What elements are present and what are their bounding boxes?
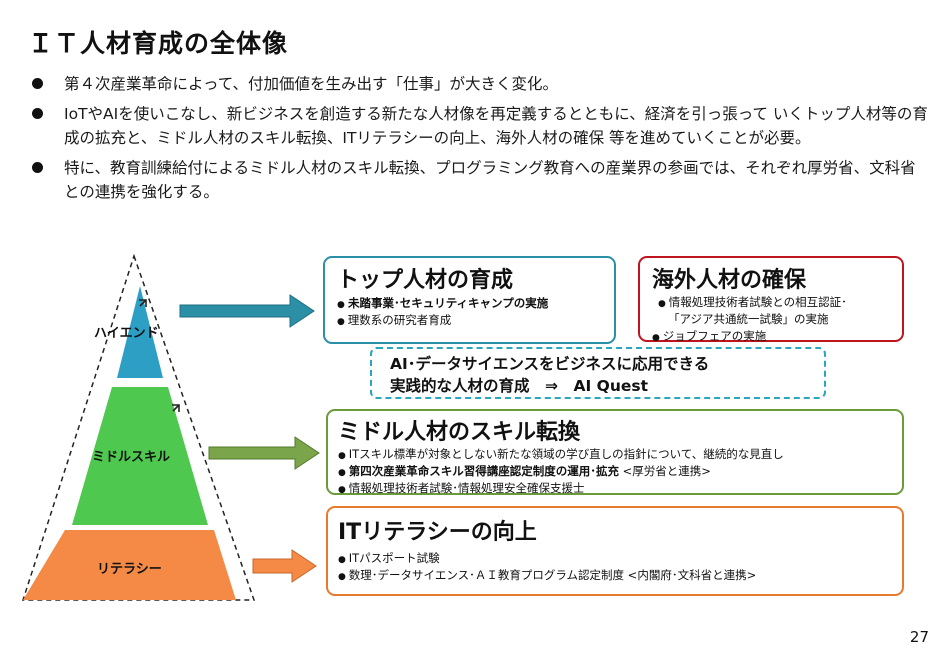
level-label-literacy: リテラシー — [97, 562, 162, 577]
it-literacy-box: ITリテラシーの向上 ITパスポート試験 数理･データサイエンス･ＡＩ教育プログ… — [326, 506, 904, 596]
it-literacy-item: ITパスポート試験 — [338, 551, 902, 568]
bullet-text: 特に、教育訓練給付によるミドル人材のスキル転換、プログラミング教育への産業界の参… — [64, 159, 916, 201]
arrow-to-literacy-box — [252, 549, 317, 583]
middle-talent-item: 情報処理技術者試験･情報処理安全確保支援士 — [338, 481, 902, 498]
pyramid-dashed-outline — [21, 253, 256, 601]
ai-quest-callout: AI･データサイエンスをビジネスに応用できる 実践的な人材の育成 ⇒ AI Qu… — [370, 347, 826, 399]
bullet-text: IoTやAIを使いこなし、新ビジネスを創造する新たな人材像を再定義するとともに、… — [64, 105, 928, 147]
middle-talent-item: ITスキル標準が対象としない新たな領域の学び直しの指針について、継続的な見直し — [338, 447, 902, 464]
it-literacy-heading: ITリテラシーの向上 — [338, 520, 537, 545]
foreign-talent-item-continued: 「アジア共通統一試験」の実施 — [668, 312, 829, 326]
page-number: 27 — [909, 628, 929, 646]
bullet-dot — [32, 78, 43, 89]
bullet-item: 特に、教育訓練給付によるミドル人材のスキル転換、プログラミング教育への産業界の参… — [30, 156, 930, 204]
up-arrow-icon — [139, 299, 147, 307]
bullet-dot — [32, 108, 43, 119]
bullet-item: IoTやAIを使いこなし、新ビジネスを創造する新たな人材像を再定義するとともに、… — [30, 102, 930, 150]
foreign-talent-item: 情報処理技術者試験との相互認証･ — [652, 295, 902, 312]
foreign-talent-heading: 海外人材の確保 — [652, 268, 807, 293]
ai-quest-line-1: AI･データサイエンスをビジネスに応用できる — [390, 355, 710, 373]
bullet-list: 第４次産業革命によって、付加価値を生み出す「仕事」が大きく変化。 IoTやAIを… — [30, 72, 930, 210]
it-literacy-item: 数理･データサイエンス･ＡＩ教育プログラム認定制度 <内閣府･文科省と連携> — [338, 568, 902, 585]
foreign-talent-item: ジョブフェアの実施 — [652, 329, 902, 346]
foreign-talent-box: 海外人材の確保 情報処理技術者試験との相互認証･ 「アジア共通統一試験」の実施 … — [638, 256, 904, 343]
middle-talent-box: ミドル人材のスキル転換 ITスキル標準が対象としない新たな領域の学び直しの指針に… — [326, 409, 904, 495]
arrow-to-middle-box — [208, 436, 320, 470]
level-label-middle-skill: ミドルスキル — [92, 450, 171, 465]
top-talent-heading: トップ人材の育成 — [337, 268, 514, 293]
top-talent-box: トップ人材の育成 未踏事業･セキュリティキャンプの実施 理数系の研究者育成 — [323, 256, 616, 344]
top-talent-item: 理数系の研究者育成 — [337, 313, 614, 330]
middle-talent-item-suffix: <厚労省と連携> — [618, 464, 711, 478]
page-title: ＩＴ人材育成の全体像 — [28, 29, 289, 58]
arrow-to-top-box — [179, 294, 315, 328]
top-talent-item: 未踏事業･セキュリティキャンプの実施 — [337, 296, 614, 313]
middle-talent-item: 第四次産業革命スキル習得講座認定制度の運用･拡充 <厚労省と連携> — [338, 464, 902, 481]
bullet-text: 第４次産業革命によって、付加価値を生み出す「仕事」が大きく変化。 — [64, 75, 558, 93]
bullet-dot — [32, 162, 43, 173]
up-arrow-icon — [172, 404, 180, 412]
middle-talent-heading: ミドル人材のスキル転換 — [338, 420, 581, 445]
middle-talent-item-bold: 第四次産業革命スキル習得講座認定制度の運用･拡充 — [348, 464, 619, 478]
ai-quest-line-2: 実践的な人材の育成 ⇒ AI Quest — [390, 377, 649, 395]
level-label-high-end: ハイエンド — [94, 326, 159, 341]
bullet-item: 第４次産業革命によって、付加価値を生み出す「仕事」が大きく変化。 — [30, 72, 930, 96]
